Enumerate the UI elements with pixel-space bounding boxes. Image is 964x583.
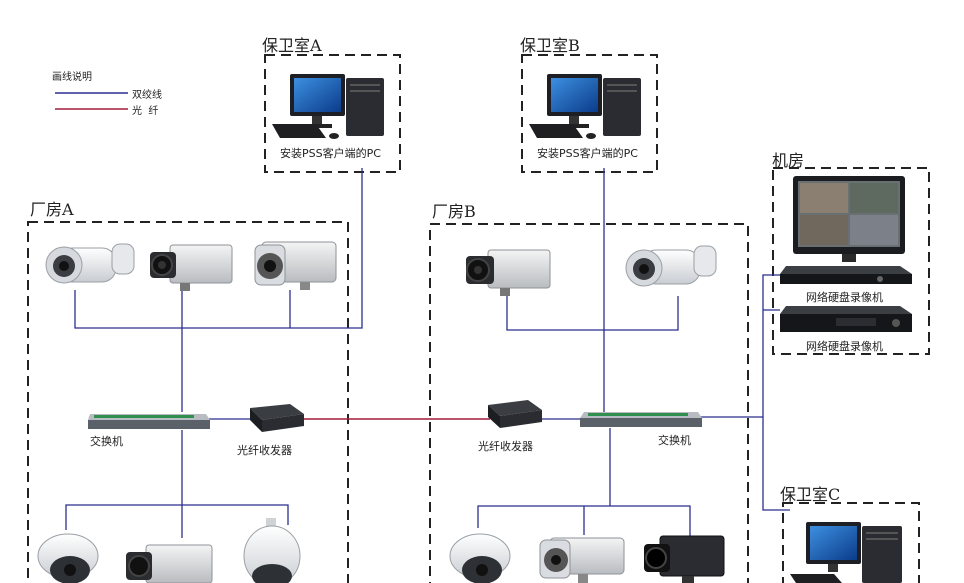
room-boxes xyxy=(27,54,930,583)
dome-camera-a4 xyxy=(37,533,99,583)
switch-b-label: 交换机 xyxy=(658,434,691,447)
twisted-pair-links xyxy=(65,168,790,540)
legend-item-twisted-pair: 双绞线 xyxy=(132,90,162,101)
transceiver-a xyxy=(250,404,304,432)
switch-a xyxy=(88,414,210,429)
machine-room-box xyxy=(772,167,930,355)
monitor-machine-room xyxy=(793,176,905,262)
bullet-camera-b2 xyxy=(625,245,717,287)
plant-b-title: 厂房B xyxy=(432,202,476,221)
legend-item-fiber: 光 纤 xyxy=(132,106,159,117)
bullet-camera-a1 xyxy=(45,243,135,284)
nvr-1-label: 网络硬盘录像机 xyxy=(806,291,883,304)
transceiver-b xyxy=(488,400,542,428)
pc-guard-b xyxy=(529,74,641,139)
plant-a-box xyxy=(27,221,349,583)
pc-guard-c xyxy=(790,522,902,583)
nvr-2-label: 网络硬盘录像机 xyxy=(806,340,883,353)
machine-room-title: 机房 xyxy=(772,151,805,170)
ptz-camera-a6 xyxy=(243,518,301,583)
switch-b xyxy=(580,412,702,427)
ir-bullet-camera-b4 xyxy=(539,537,625,583)
dome-camera-b3 xyxy=(449,533,511,583)
transceiver-b-label: 光纤收发器 xyxy=(478,440,533,453)
transceiver-a-label: 光纤收发器 xyxy=(237,444,292,457)
nvr-2 xyxy=(780,306,912,332)
guard-room-a-box xyxy=(264,54,401,173)
box-camera-b1 xyxy=(466,249,551,296)
guard-room-a-title: 保卫室A xyxy=(262,36,322,55)
legend-title: 画线说明 xyxy=(52,72,92,83)
ir-bullet-camera-a3 xyxy=(254,241,337,290)
guard-room-b-box xyxy=(521,54,658,173)
box-camera-a5 xyxy=(126,544,213,583)
guard-room-b-pc-label: 安装PSS客户端的PC xyxy=(537,147,638,160)
nvr-1 xyxy=(780,266,912,284)
legend-lines xyxy=(55,92,128,110)
guard-room-a-pc-label: 安装PSS客户端的PC xyxy=(280,147,381,160)
box-camera-b5 xyxy=(644,535,725,583)
pc-guard-a xyxy=(272,74,384,139)
plant-b-box xyxy=(429,223,749,583)
box-camera-a2 xyxy=(150,244,233,291)
guard-room-c-box xyxy=(782,502,920,583)
switch-a-label: 交换机 xyxy=(90,435,123,448)
plant-a-title: 厂房A xyxy=(30,200,74,219)
guard-room-b-title: 保卫室B xyxy=(520,36,580,55)
guard-room-c-title: 保卫室C xyxy=(780,485,841,504)
